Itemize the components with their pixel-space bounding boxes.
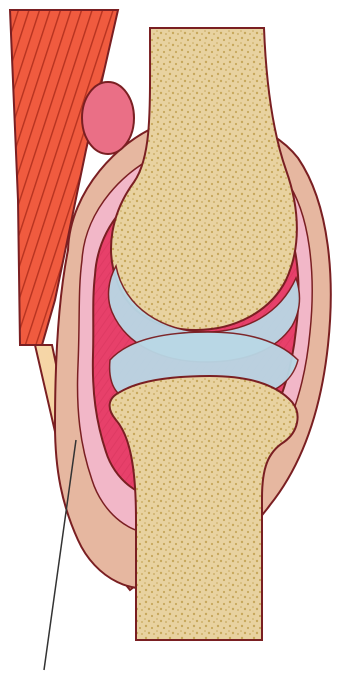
bursa-icon	[82, 82, 134, 154]
femur-bone-icon	[111, 28, 297, 330]
tibia-bone-icon	[110, 376, 298, 640]
